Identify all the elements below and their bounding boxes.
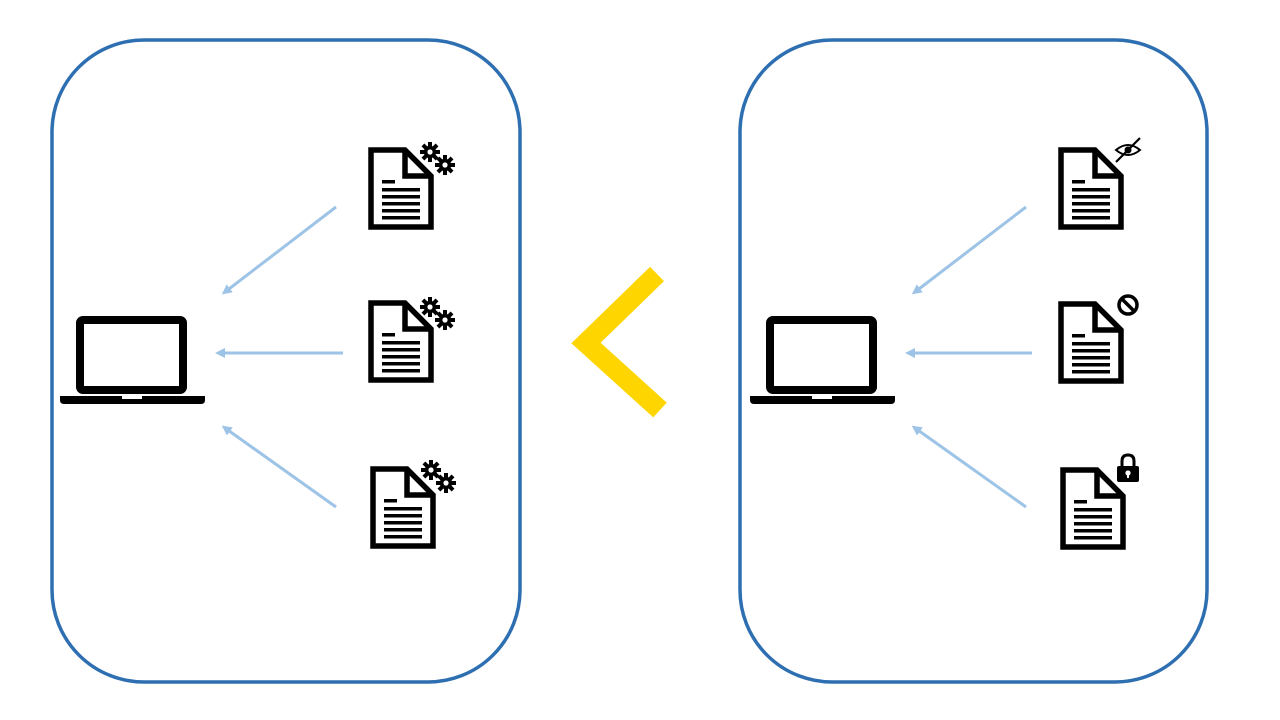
blocked-icon [1117, 294, 1139, 316]
document-icon [373, 469, 433, 546]
document-icon [371, 303, 431, 380]
left-panel-frame [50, 38, 522, 684]
left-panel [50, 38, 522, 684]
arrow-left-icon [221, 425, 337, 509]
right-panel-frame [738, 38, 1209, 684]
laptop-icon [750, 320, 895, 404]
right-panel [738, 38, 1209, 684]
document-icon [371, 150, 431, 227]
arrow-left-icon [911, 205, 1027, 295]
document-icon [1061, 150, 1121, 227]
arrow-left-icon [911, 425, 1027, 509]
document-icon [1063, 470, 1123, 547]
document-icon [1061, 304, 1121, 381]
laptop-icon [60, 320, 205, 404]
eye-slash-icon [1114, 137, 1142, 163]
padlock-icon [1117, 453, 1139, 482]
arrow-left-icon [221, 205, 337, 295]
less-than-chevron-icon [571, 266, 667, 418]
